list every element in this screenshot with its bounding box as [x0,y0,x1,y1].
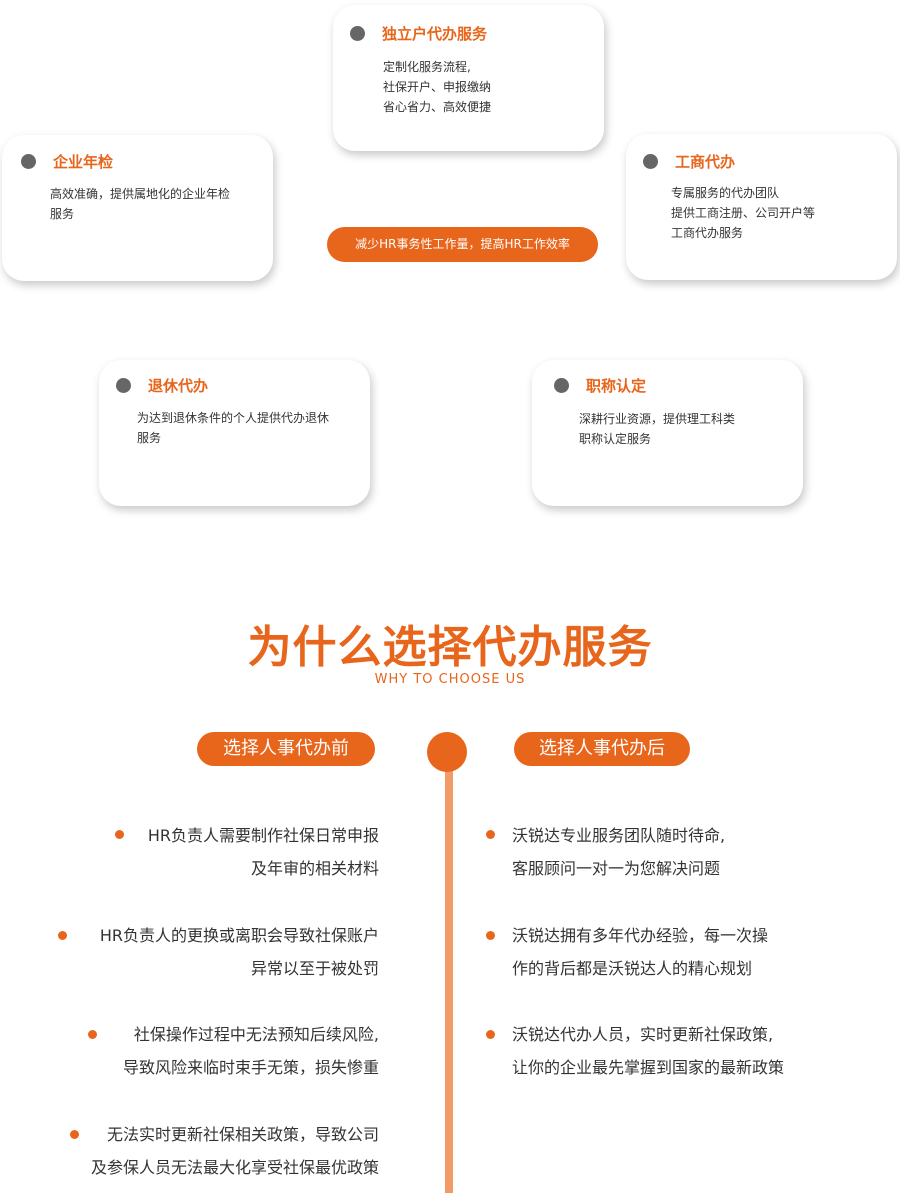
service-card-annual-inspection: 企业年检 高效准确，提供属地化的企业年检 服务 [2,135,273,281]
card-description: 深耕行业资源，提供理工科类 职称认定服务 [579,412,736,446]
list-bullet [115,830,124,839]
bullet-dot-icon [554,378,569,393]
after-item: 沃锐达拥有多年代办经验，每一次操 作的背后都是沃锐达人的精心规划 [512,926,769,978]
after-label: 选择人事代办后 [514,732,690,766]
list-bullet [70,1130,79,1139]
section-title: 为什么选择代办服务 [247,622,653,673]
after-item: 沃锐达代办人员，实时更新社保政策, 让你的企业最先掌握到国家的最新政策 [512,1025,785,1077]
bullet-dot-icon [116,378,131,393]
timeline-line [445,760,453,1193]
timeline-dot [427,732,467,772]
bullet-dot-icon [350,26,365,41]
bullet-dot-icon [21,154,36,169]
card-description: 高效准确，提供属地化的企业年检 服务 [50,187,231,221]
card-description: 为达到退休条件的个人提供代办退休 服务 [137,411,330,445]
service-card-business: 工商代办 专属服务的代办团队 提供工商注册、公司开户等 工商代办服务 [626,134,897,280]
card-title: 工商代办 [675,153,736,171]
before-item: 无法实时更新社保相关政策，导致公司 及参保人员无法最大化享受社保最优政策 [90,1125,379,1177]
bullet-dot-icon [643,154,658,169]
list-bullet [58,931,67,940]
card-title: 独立户代办服务 [382,25,488,43]
list-bullet [486,830,495,839]
center-slogan: 减少HR事务性工作量，提高HR工作效率 [327,227,598,262]
before-label: 选择人事代办前 [197,732,375,766]
before-item: HR负责人需要制作社保日常申报 及年审的相关材料 [147,826,379,878]
card-description: 专属服务的代办团队 提供工商注册、公司开户等 工商代办服务 [671,186,816,240]
card-title: 企业年检 [53,153,114,171]
before-item: 社保操作过程中无法预知后续风险, 导致风险来临时束手无策，损失惨重 [122,1025,379,1077]
before-item: HR负责人的更换或离职会导致社保账户 异常以至于被处罚 [99,926,379,978]
after-item: 沃锐达专业服务团队随时待命, 客服顾问一对一为您解决问题 [512,826,726,878]
card-title: 职称认定 [586,377,647,395]
list-bullet [88,1030,97,1039]
service-card-title-certification: 职称认定 深耕行业资源，提供理工科类 职称认定服务 [532,360,803,506]
section-subtitle: WHY TO CHOOSE US [374,672,526,687]
service-card-retirement: 退休代办 为达到退休条件的个人提供代办退休 服务 [99,360,370,506]
list-bullet [486,1030,495,1039]
list-bullet [486,931,495,940]
service-card-independent: 独立户代办服务 定制化服务流程, 社保开户、申报缴纳 省心省力、高效便捷 [333,5,604,151]
card-description: 定制化服务流程, 社保开户、申报缴纳 省心省力、高效便捷 [383,60,492,114]
card-title: 退休代办 [148,377,209,395]
